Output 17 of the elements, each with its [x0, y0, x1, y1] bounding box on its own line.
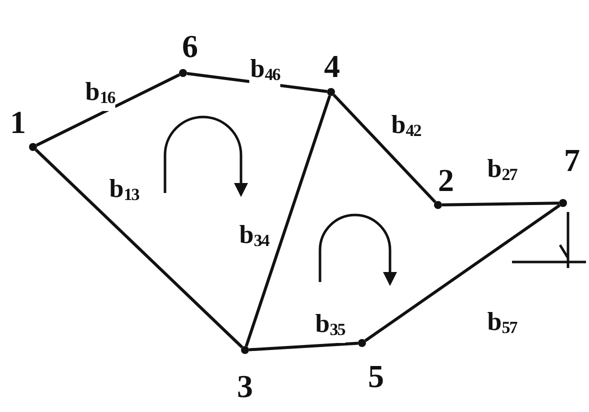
- edge-label: b$_{35}$: [314, 311, 346, 343]
- node-number: 5: [368, 360, 384, 392]
- node-number: 1: [10, 106, 26, 138]
- node-number: 6: [182, 30, 198, 62]
- node-number: 2: [438, 164, 454, 196]
- node-number: 7: [564, 144, 580, 176]
- node-number: 3: [237, 370, 253, 402]
- branch-line: [244, 95, 332, 347]
- branch-line: [34, 148, 244, 348]
- node-number: 4: [324, 50, 340, 82]
- branch-line: [36, 73, 180, 147]
- branch-line: [364, 204, 561, 342]
- branch-line: [332, 94, 436, 204]
- edge-label: b$_{16}$: [84, 79, 116, 111]
- branch-line: [248, 342, 358, 352]
- branch-line: [442, 202, 560, 206]
- edge-label: b$_{46}$: [249, 56, 281, 88]
